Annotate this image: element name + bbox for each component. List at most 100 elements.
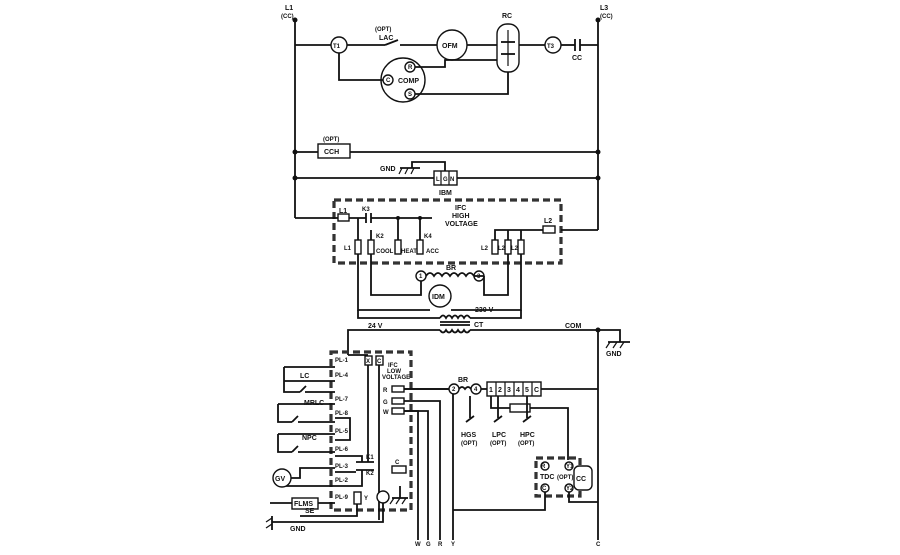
t3-label: T3 [547, 44, 555, 50]
k2-label: K2 [376, 234, 384, 240]
hgs-label: HGS [461, 432, 477, 439]
tdc-opt-label: (OPT) [557, 475, 573, 481]
l2-b-label: L2 [498, 246, 506, 252]
se-label: SE [305, 508, 315, 515]
cch-label: CCH [324, 149, 339, 156]
ofm-label: OFM [442, 43, 458, 50]
lpc-opt-label: (OPT) [490, 441, 506, 447]
ifc-lv-g-label: G [383, 400, 388, 406]
thermostat-section: 2 4 BR 1 2 3 4 5 C HGS (OPT) LPC (OPT) H… [404, 377, 598, 511]
bottom-r-label: R [438, 542, 443, 548]
l3-label: L3 [600, 5, 608, 12]
tdc-label: TDC [540, 474, 554, 481]
thermo-cc-label: CC [576, 476, 586, 483]
lac-opt-label: (OPT) [375, 27, 391, 33]
br-2-label: 2 [452, 387, 456, 393]
strip-c-label: C [534, 387, 539, 394]
ifc-lv-c2-label: C [395, 460, 400, 466]
transformer-com-label: COM [565, 323, 582, 330]
ifc-high-voltage-board: IFC HIGH VOLTAGE L1 K3 L2 L1 K2 COOL HEA… [295, 198, 598, 311]
ifc-hv-l1-label: L1 [339, 208, 347, 215]
ifc-lv-title-1: IFC [388, 363, 398, 369]
flms-label: FLMS [294, 501, 313, 508]
comp-label: COMP [398, 78, 419, 85]
strip-4-label: 4 [516, 387, 520, 394]
ifc-lv-title-2: LOW [387, 369, 401, 375]
cc-contactor [573, 465, 593, 491]
pl-1-label: PL-1 [335, 358, 349, 364]
ifc-hv-title-2: HIGH [452, 213, 470, 220]
thermo-br-label: BR [458, 377, 468, 384]
pl-3-label: PL-3 [335, 464, 349, 470]
pl-6-label: PL-6 [335, 447, 349, 453]
lpc-label: LPC [492, 432, 506, 439]
ifc-lv-boundary [329, 350, 413, 512]
hgs-opt-label: (OPT) [461, 441, 477, 447]
ibm-gnd-label: GND [380, 166, 396, 173]
ifc-hv-title-3: VOLTAGE [445, 221, 478, 228]
ibm-g-label: G [443, 177, 448, 183]
tdc-r-label: R [541, 464, 546, 470]
ifc-lv-r-label: R [383, 388, 388, 394]
ifc-lv-title-3: VOLTAGE [382, 375, 410, 381]
pl-7-label: PL-7 [335, 397, 349, 403]
pl-8-label: PL-8 [335, 411, 349, 417]
hpc-label: HPC [520, 432, 535, 439]
flame-sense-terminal [376, 490, 390, 504]
bottom-y-label: Y [451, 542, 455, 548]
bottom-c-label: C [596, 542, 601, 548]
strip-1-label: 1 [489, 387, 493, 394]
cch-heater [317, 143, 351, 159]
acc-label: ACC [426, 249, 440, 255]
strip-2-label: 2 [498, 387, 502, 394]
l2-a-label: L2 [481, 246, 489, 252]
l2-c-label: L2 [511, 246, 519, 252]
pl-4-label: PL-4 [335, 373, 349, 379]
comp-c-label: C [386, 78, 391, 84]
ifc-low-voltage-board: IFC LOW VOLTAGE X C R G W PL-1 PL-4 PL-7… [265, 350, 454, 540]
ifc-lv-y-label: Y [364, 496, 368, 502]
tdc-y2-label: Y2 [566, 486, 574, 492]
compressor-fan-section: T1 (OPT) LAC OFM RC T3 CC C R S COMP [295, 13, 598, 103]
ibm-label: IBM [439, 190, 452, 197]
ifc-lv-w-label: W [383, 410, 389, 416]
ifc-hv-l1b-label: L1 [344, 246, 352, 252]
ifc-hv-l2-label: L2 [544, 218, 552, 225]
br-label: BR [446, 265, 456, 272]
ifc-lv-c-label: C [377, 359, 382, 365]
l1-cc-label: (CC) [281, 14, 294, 20]
pl-2-label: PL-2 [335, 478, 349, 484]
mrlc-label: MRLC [304, 400, 324, 407]
comp-s-label: S [408, 92, 412, 98]
ibm-l-label: L [436, 177, 440, 183]
br-1-label: 1 [419, 274, 423, 280]
strip-3-label: 3 [507, 387, 511, 394]
com-gnd-label: GND [606, 351, 622, 358]
k3-label: K3 [362, 207, 370, 213]
bottom-wire-labels: W G R Y C [415, 542, 601, 548]
ibm-n-label: N [450, 177, 454, 183]
transformer-section: 230 V CT 24 V COM GND [347, 307, 630, 540]
cc-label: CC [572, 55, 582, 62]
idm-label: IDM [432, 294, 445, 301]
idm-motor [428, 284, 452, 308]
t1-label: T1 [333, 44, 341, 50]
ifc-hv-boundary [332, 198, 563, 265]
k4-label: K4 [424, 234, 432, 240]
bottom-w-label: W [415, 542, 421, 548]
l3-cc-label: (CC) [600, 14, 613, 20]
se-gnd-label: GND [290, 526, 306, 533]
pl-5-label: PL-5 [335, 429, 349, 435]
br-4-label: 4 [474, 387, 478, 393]
tdc-c-label: C [542, 486, 547, 492]
cch-ibm-section: CCH (OPT) L G N IBM GND [292, 137, 601, 197]
transformer-230v-label: 230 V [475, 307, 494, 314]
npc-label: NPC [302, 435, 317, 442]
cch-opt-label: (OPT) [323, 137, 339, 143]
bottom-g-label: G [426, 542, 431, 548]
l1-label: L1 [285, 5, 293, 12]
lc-label: LC [300, 373, 309, 380]
comp-r-label: R [408, 65, 413, 71]
supply-lines: L1 (CC) L3 (CC) [281, 5, 613, 230]
